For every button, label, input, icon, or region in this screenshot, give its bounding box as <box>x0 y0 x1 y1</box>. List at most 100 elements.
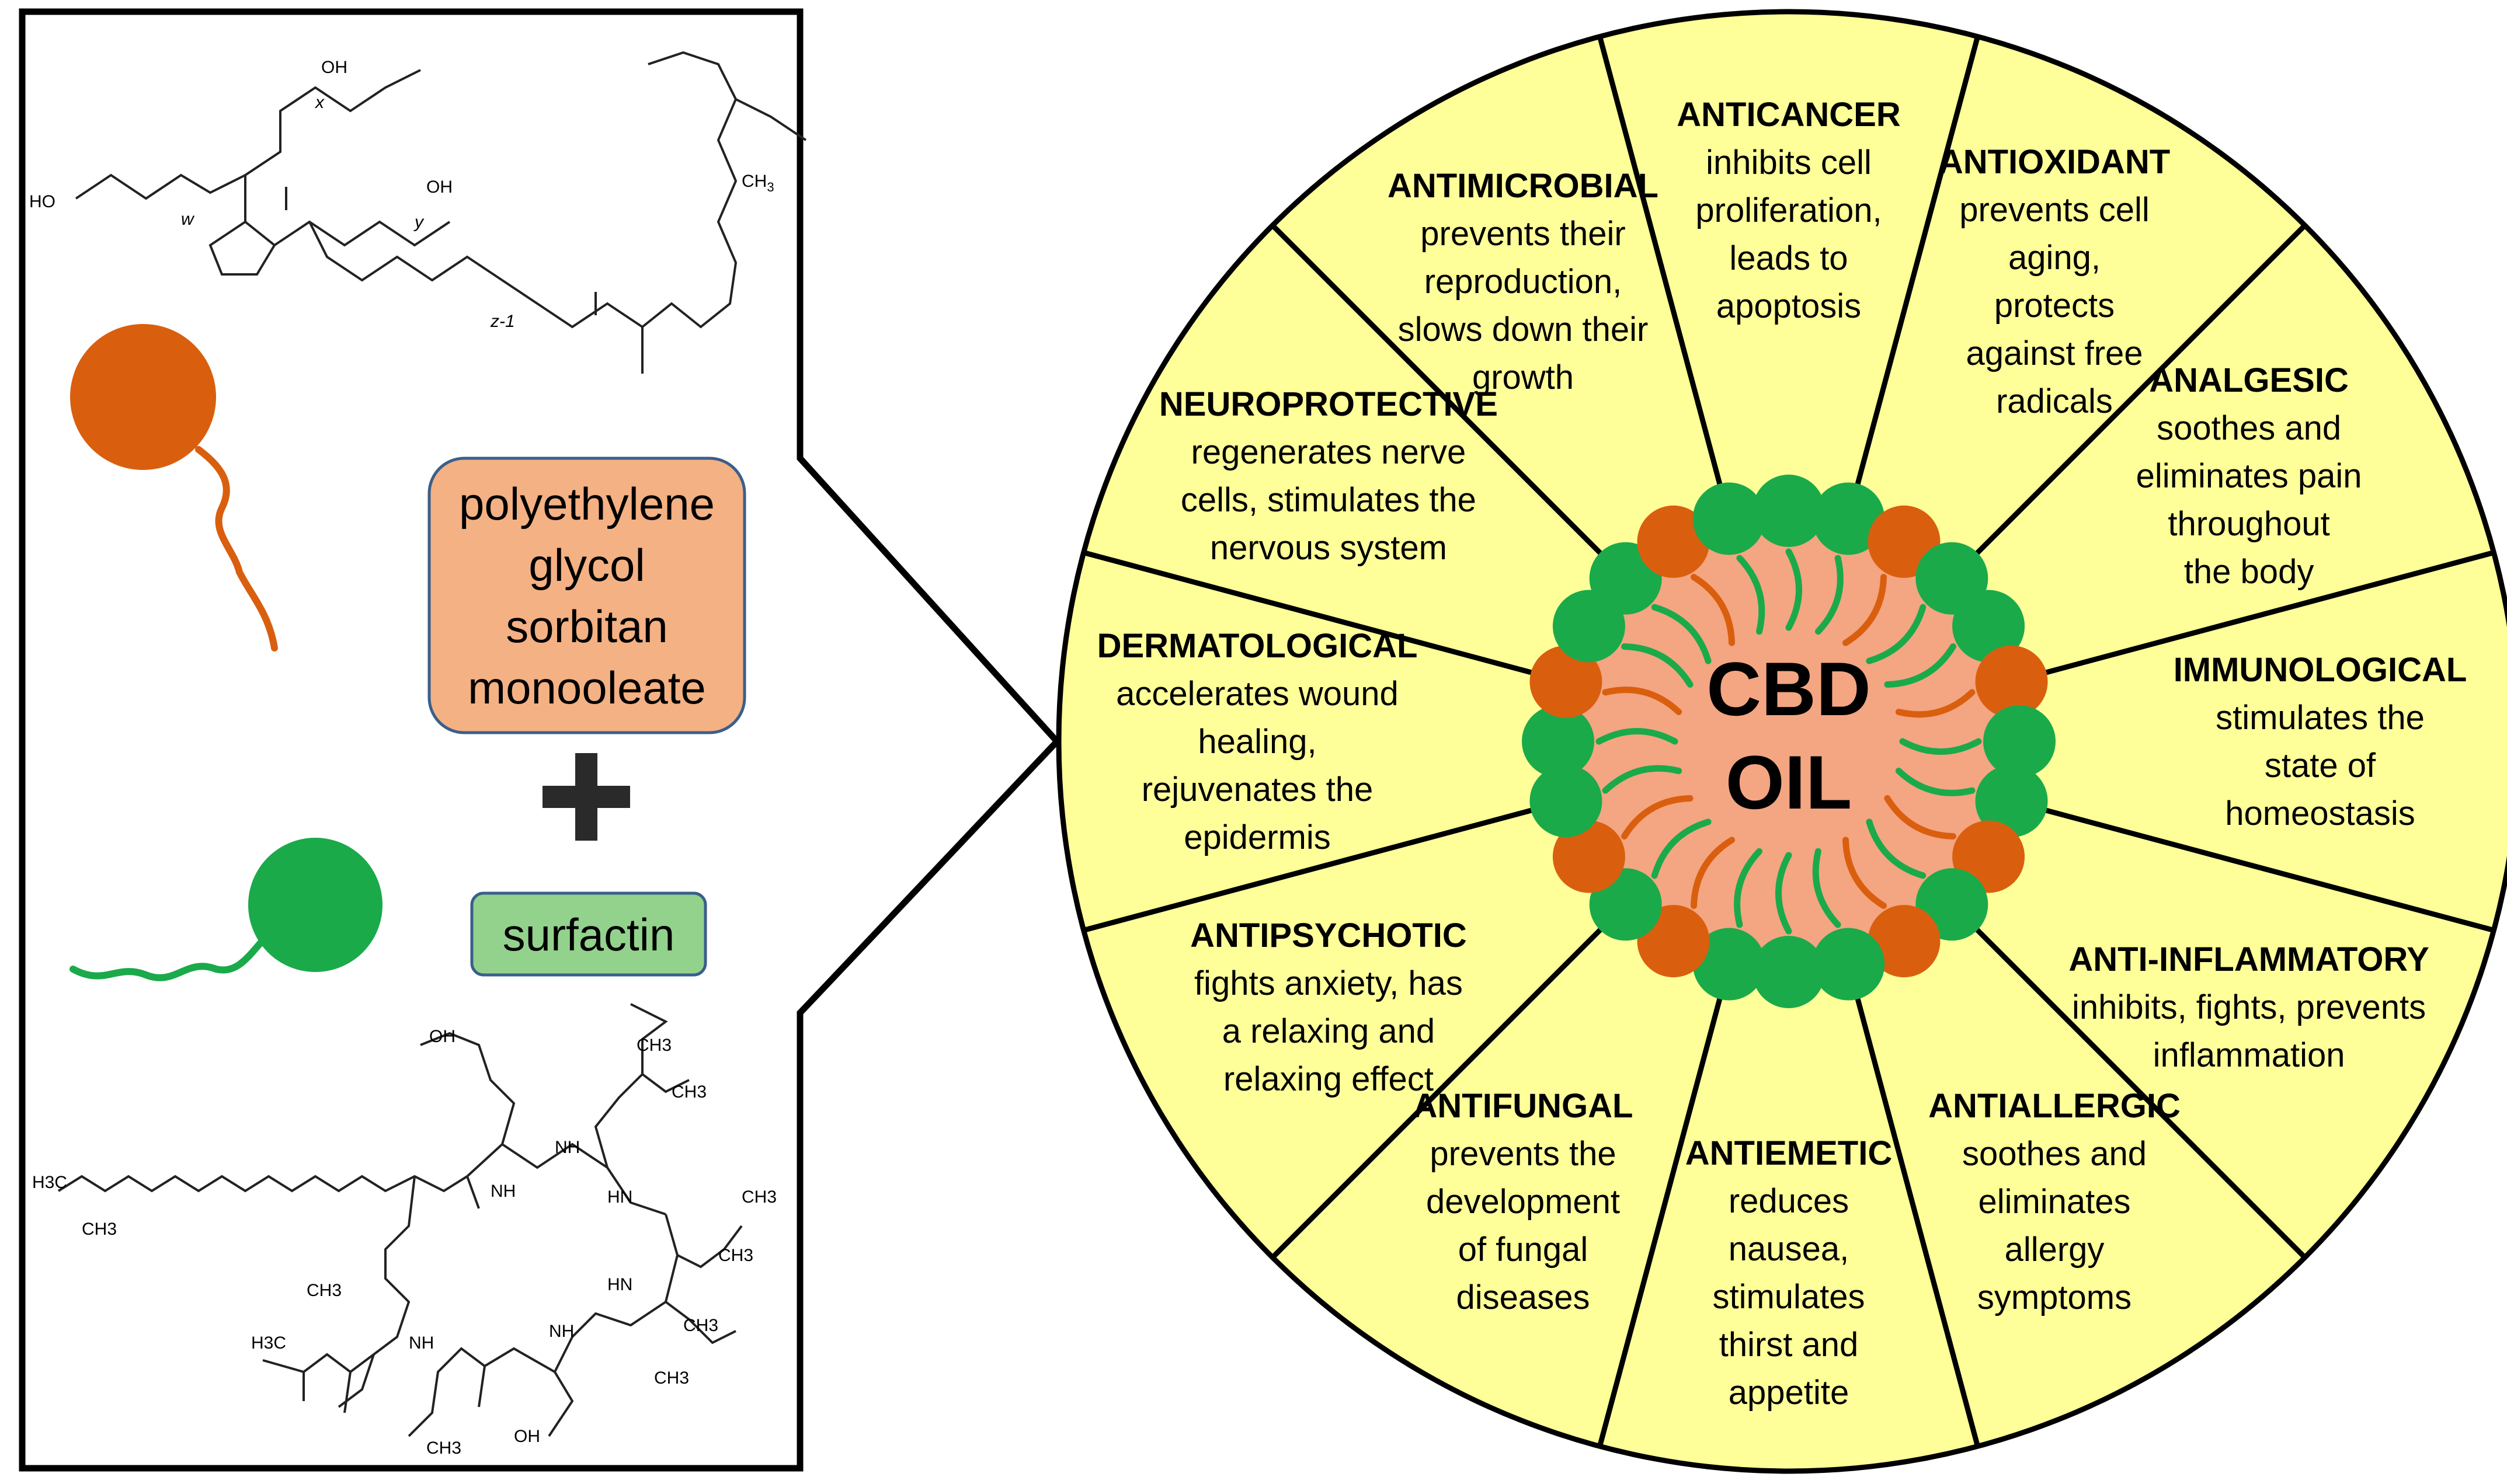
surfactant-head <box>1552 820 1625 893</box>
segment-description-line: stimulates the <box>2216 699 2425 737</box>
surfactant-tail <box>1884 795 1956 839</box>
surfactant-head <box>1692 482 1765 555</box>
polysorbate-label-box <box>427 457 746 734</box>
surfactin-structure <box>57 1003 743 1437</box>
segment-description-line: inhibits, fights, prevents <box>2072 988 2426 1026</box>
segment-description-line: slows down their <box>1398 311 1649 349</box>
segment-description-line: development <box>1426 1183 1620 1221</box>
segment-title: NEUROPROTECTIVE <box>1159 385 1498 423</box>
surfactin-label-nh6: NH <box>409 1333 434 1353</box>
wheel-segment-immunological: IMMUNOLOGICAL stimulates the state of homeo… <box>2174 651 2467 832</box>
segment-description-line: prevents the <box>1430 1135 1616 1173</box>
surfactin-label-ch3h: CH3 <box>307 1281 342 1300</box>
wheel-segment-antiallergic: ANTIALLERGIC soothes and eliminates allergy… <box>1928 1087 2181 1316</box>
segment-description-line: eliminates <box>1978 1183 2130 1221</box>
surfactant-tail <box>1602 687 1682 716</box>
wheel-divider <box>1083 550 1542 678</box>
segment-description-line: throughout <box>2168 505 2329 543</box>
segment-description-line: inflammation <box>2153 1036 2345 1074</box>
segment-description-line: the body <box>2184 553 2314 591</box>
wheel-segment-antiemetic: ANTIEMETICreducesnausea,stimulatesthirst… <box>1685 1134 1892 1412</box>
segment-description-line: soothes and <box>2157 409 2341 447</box>
polysorbate-label-ch3: CH3 <box>742 172 774 194</box>
polysorbate-label-ho: HO <box>29 192 55 211</box>
surfactant-tail <box>1651 818 1712 879</box>
segment-description-line: soothes and <box>1962 1135 2147 1173</box>
surfactant-head <box>1522 705 1594 778</box>
surfactin-label-box <box>470 891 707 977</box>
surfactin-label-h3c1: H3C <box>32 1173 67 1192</box>
segment-title: ANTIEMETIC <box>1685 1134 1892 1172</box>
polysorbate-label-w: w <box>181 210 195 229</box>
segment-title: IMMUNOLOGICAL <box>2174 651 2467 689</box>
segment-description-line: relaxing effect <box>1223 1060 1434 1098</box>
polysorbate-name-line-4: monooleate <box>468 662 706 713</box>
segment-description-line: cells, stimulates the <box>1181 481 1476 519</box>
polysorbate-label-z: z-1 <box>490 312 515 331</box>
segment-title: ANTICANCER <box>1677 96 1900 134</box>
surfactant-head <box>1983 705 2056 778</box>
segment-description-line: nervous system <box>1210 529 1447 567</box>
surfactant-tail <box>1899 738 1982 755</box>
segment-description-line: stimulates <box>1712 1278 1865 1316</box>
wheel-divider <box>1852 988 1980 1447</box>
segment-title: ANTIOXIDANT <box>1939 143 2170 181</box>
segment-description-line: rejuvenates the <box>1142 771 1374 809</box>
surfactant-head <box>1868 905 1941 978</box>
polysorbate-name-line-2: glycol <box>528 539 645 591</box>
surfactant-tail <box>1691 837 1735 909</box>
segment-description-line: accelerates wound <box>1116 675 1399 713</box>
segment-description-line: homeostasis <box>2225 795 2415 832</box>
surfactin-name: surfactin <box>503 909 675 960</box>
wheel-dividers <box>1083 36 2495 1447</box>
wheel-divider <box>1852 36 1980 494</box>
surfactant-tail <box>1842 574 1887 646</box>
cbd-oil-label-line-1: CBD <box>1706 646 1871 731</box>
surfactant-head <box>1529 645 1602 718</box>
surfactin-label-ch3c: CH3 <box>742 1187 777 1207</box>
segment-description-line: aging, <box>2008 239 2101 277</box>
segment-description-line: radicals <box>1996 382 2113 420</box>
surfactant-tail <box>1775 852 1792 935</box>
surfactant-tail <box>1602 765 1682 794</box>
wheel-divider <box>1270 921 1609 1260</box>
wheel-divider <box>1270 223 1609 562</box>
polysorbate-name-line-3: sorbitan <box>506 601 668 652</box>
polysorbate-name-line-1: polyethylene <box>459 478 715 529</box>
surfactant-tail <box>1842 837 1887 909</box>
wheel-divider <box>1968 921 2307 1260</box>
segment-description-line: symptoms <box>1977 1279 2132 1316</box>
surfactin-label-nh2: NH <box>555 1138 580 1157</box>
segment-description-line: of fungal <box>1458 1231 1588 1269</box>
surfactant-tail <box>1814 555 1844 635</box>
surfactin-label-ch3f: CH3 <box>654 1368 689 1388</box>
polysorbate-label-y: y <box>413 213 425 232</box>
segment-description-line: proliferation, <box>1695 191 1882 229</box>
surfactin-label-nh3: HN <box>607 1187 632 1207</box>
segment-description-line: state of <box>2265 747 2376 785</box>
surfactant-tail <box>1785 548 1802 631</box>
segment-title: ANALGESIC <box>2149 361 2349 399</box>
polysorbate-label-x: x <box>314 93 325 112</box>
cbd-oil-core <box>1555 508 2022 975</box>
wheel-divider <box>2036 550 2495 678</box>
surfactant-tail <box>1812 848 1841 928</box>
surfactant-head <box>1812 482 1885 555</box>
segment-description-line: apoptosis <box>1716 287 1861 325</box>
wheel-divider <box>1968 223 2307 562</box>
surfactin-label-ch3a: CH3 <box>637 1036 672 1055</box>
segment-description-line: a relaxing and <box>1222 1012 1435 1050</box>
surfactin-label-ch3i: CH3 <box>426 1438 461 1458</box>
surfactant-tail <box>1621 643 1694 688</box>
wheel-divider <box>1083 805 1542 933</box>
segment-description-line: nausea, <box>1729 1230 1849 1268</box>
surfactant-tail <box>1895 767 1976 796</box>
segment-title: ANTIALLERGIC <box>1928 1087 2181 1125</box>
surfactant-head <box>1812 928 1885 1001</box>
segment-description-line: allergy <box>2005 1231 2105 1269</box>
